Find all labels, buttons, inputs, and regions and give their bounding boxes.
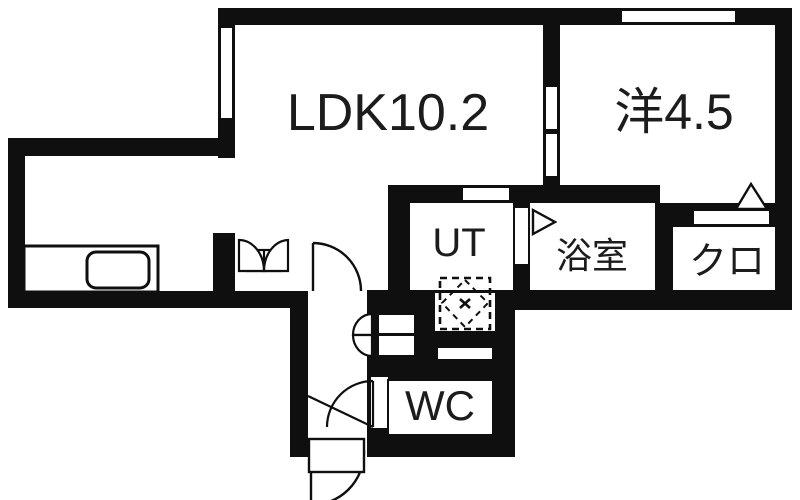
ut-opening [461, 186, 511, 202]
kitchen-counter-icon [22, 244, 160, 294]
room-label-closet: クロ [688, 241, 765, 283]
wall-hall-left [290, 291, 308, 457]
room-label-bath: 浴室 [555, 235, 628, 276]
bath-door-triangle-icon [531, 207, 558, 237]
entrance-opening [309, 439, 367, 457]
wall-left [8, 138, 25, 308]
room-label-western: 洋4.5 [614, 84, 734, 140]
ldk-hall-door-arc-icon [311, 241, 363, 292]
wall-service-top [410, 185, 660, 203]
window-left-icon [219, 26, 234, 120]
sliding-door-panel-2-icon [544, 132, 559, 178]
wall-step [8, 138, 235, 156]
shoe-cabinet-cell-top [377, 313, 416, 335]
closet-opening [692, 209, 771, 226]
window-top-icon [620, 9, 737, 24]
wall-bottom-left [8, 291, 308, 308]
wall-bottom-right [410, 290, 792, 310]
room-label-ldk: LDK10.2 [286, 84, 490, 142]
ut-alcove [435, 293, 495, 331]
kitchen-sink-icon [85, 250, 151, 290]
shoe-cabinet-cell-bottom [377, 334, 416, 357]
bath-door-slot [513, 206, 530, 266]
wc-room-box [387, 379, 494, 436]
sliding-door-panel-1-icon [544, 85, 559, 131]
room-label-wc: WC [405, 382, 475, 429]
room-label-ut: UT [432, 221, 486, 265]
wall-bath-closet [655, 203, 673, 293]
hall-door-arc-icon [307, 379, 375, 428]
double-cabinet-door-icon [237, 238, 290, 273]
wall-ut-left [388, 185, 410, 310]
hall-wc-door-slot [371, 377, 388, 428]
wc-door-slot [436, 346, 494, 361]
kitchen-partition [213, 233, 235, 291]
wall-right [775, 8, 792, 310]
